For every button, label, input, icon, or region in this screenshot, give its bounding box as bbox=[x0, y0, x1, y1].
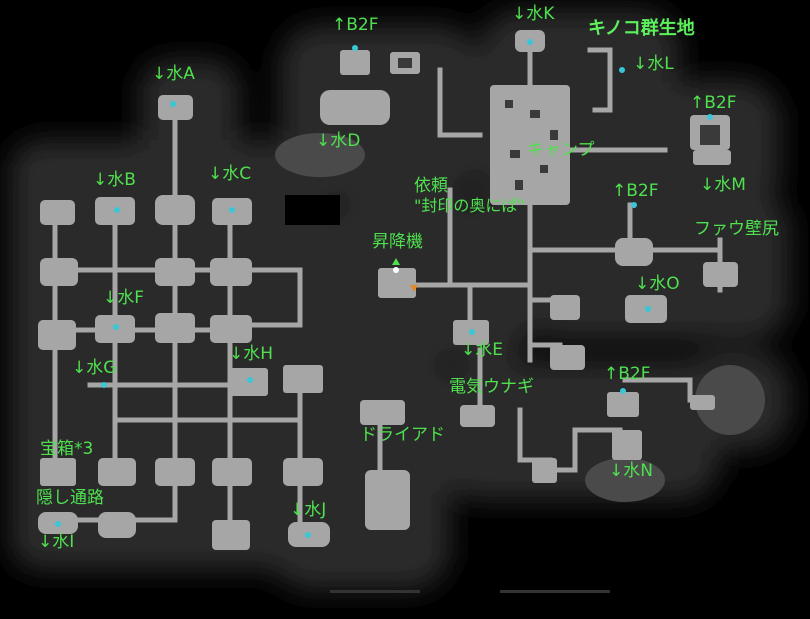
rooms bbox=[38, 30, 738, 550]
room-details bbox=[398, 58, 720, 190]
label-water-e: ↓水E bbox=[461, 340, 503, 360]
label-fau-wall: ファウ壁尻 bbox=[694, 219, 779, 239]
label-water-c: ↓水C bbox=[208, 164, 252, 184]
label-elevator: 昇降機 bbox=[372, 232, 423, 252]
label-water-l: ↓水L bbox=[633, 54, 674, 74]
label-electric-eel: 電気ウナギ bbox=[449, 377, 534, 397]
label-water-f: ↓水F bbox=[103, 288, 145, 308]
dark-rock bbox=[275, 133, 765, 502]
markers bbox=[55, 39, 713, 538]
label-water-d: ↓水D bbox=[316, 131, 361, 151]
label-water-i: ↓水I bbox=[38, 532, 75, 552]
label-water-k: ↓水K bbox=[512, 4, 555, 24]
label-water-h: ↓水H bbox=[229, 344, 274, 364]
label-up-b2f-top: ↑B2F bbox=[332, 15, 379, 35]
label-up-b2f-right: ↑B2F bbox=[690, 93, 737, 113]
label-hidden-path: 隠し通路 bbox=[36, 488, 104, 508]
label-water-b: ↓水B bbox=[93, 170, 136, 190]
label-water-g: ↓水G bbox=[72, 358, 117, 378]
label-water-a: ↓水A bbox=[152, 64, 195, 84]
label-water-j: ↓水J bbox=[290, 500, 327, 520]
area-title: キノコ群生地 bbox=[588, 18, 695, 39]
label-water-o: ↓水O bbox=[635, 274, 680, 294]
label-camp: キャンプ bbox=[527, 140, 595, 160]
label-up-b2f-low: ↑B2F bbox=[604, 364, 651, 384]
explored-fog bbox=[10, 10, 790, 590]
wall-gaps bbox=[285, 195, 610, 593]
label-dryad: ドライアド bbox=[360, 425, 445, 445]
elevator-icon bbox=[392, 258, 418, 292]
label-treasure: 宝箱*3 bbox=[40, 439, 94, 459]
label-water-m: ↓水M bbox=[700, 175, 746, 195]
label-request-name: "封印の奥にぱ" bbox=[414, 196, 525, 215]
label-up-b2f-mid: ↑B2F bbox=[612, 181, 659, 201]
label-request: 依頼 bbox=[414, 176, 448, 196]
label-water-n: ↓水N bbox=[609, 461, 653, 481]
